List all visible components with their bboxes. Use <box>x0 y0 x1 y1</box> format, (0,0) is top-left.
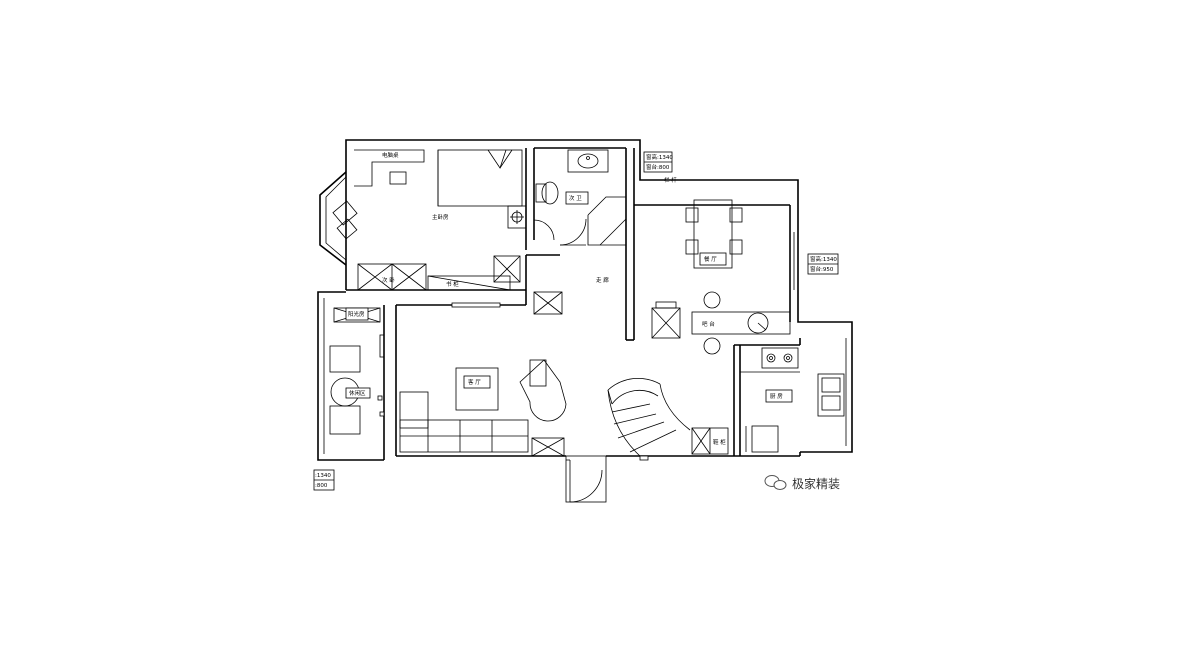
label-bar: 吧 台 <box>702 320 715 328</box>
window-tag-top: 窗高:1340 窗台:800 <box>643 151 673 173</box>
watermark-text: 极家精装 <box>792 476 840 491</box>
master-bedroom <box>332 149 555 308</box>
bathroom <box>535 149 627 246</box>
sun-room <box>329 307 385 435</box>
window-tag-right: 窗高:1340 窗台:950 <box>807 253 839 275</box>
label-hallway: 走 廊 <box>596 276 609 284</box>
wechat-icon <box>764 475 787 490</box>
label-railing: 栏 杆 <box>664 176 677 184</box>
window-tag-left-sill: :800 <box>315 483 328 489</box>
label-second-bedroom: 次 卧 <box>382 276 395 284</box>
window-tag-right-height: 窗高:1340 <box>810 255 837 263</box>
label-sun-room: 阳光房 <box>348 310 365 318</box>
living-room <box>399 291 729 503</box>
outer-walls <box>317 139 853 461</box>
label-dining: 餐 厅 <box>704 255 717 263</box>
dining-area <box>651 199 795 355</box>
window-tag-top-height: 窗高:1340 <box>646 153 673 161</box>
window-tag-left: :1340 :800 <box>313 469 335 491</box>
label-computer-desk: 电脑桌 <box>382 151 399 159</box>
window-tag-left-height: :1340 <box>315 473 331 479</box>
label-master-bedroom: 主卧房 <box>432 213 449 221</box>
label-shoe-cabinet: 鞋 柜 <box>713 438 726 446</box>
watermark: 极家精装 <box>764 475 840 491</box>
label-bath: 次 卫 <box>569 194 582 202</box>
room-labels: 电脑桌 主卧房 次 卧 书 柜 次 卫 走 廊 栏 杆 餐 厅 吧 台 客 厅 … <box>345 151 793 446</box>
kitchen <box>740 347 845 453</box>
label-kitchen: 厨 房 <box>770 392 783 400</box>
label-bookcase: 书 柜 <box>446 280 459 288</box>
window-tag-top-sill: 窗台:800 <box>646 163 670 171</box>
window-tag-right-sill: 窗台:950 <box>810 265 834 273</box>
label-living: 客 厅 <box>468 378 481 386</box>
label-leisure: 休闲区 <box>349 389 366 397</box>
